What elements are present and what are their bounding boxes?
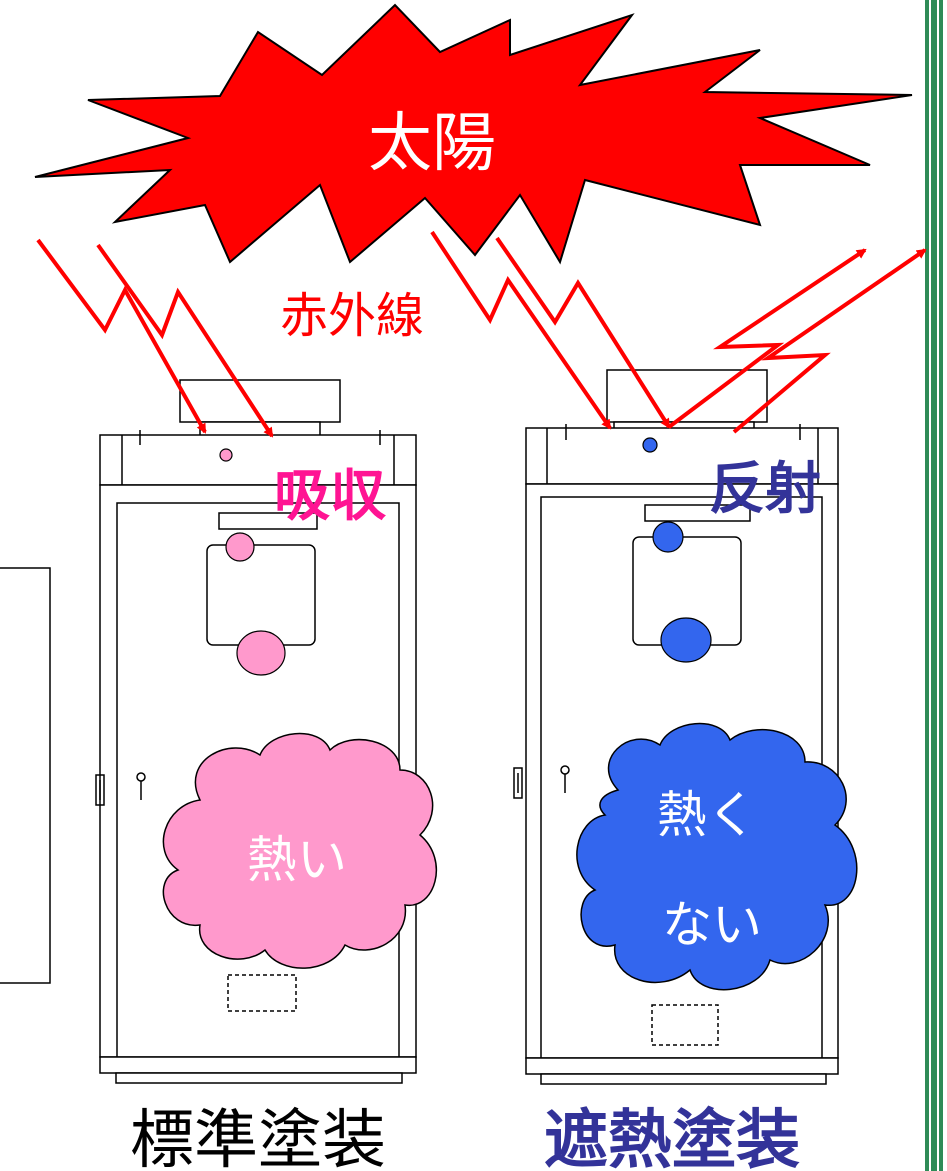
ray-shield-2	[495, 236, 671, 429]
shield-sensor-small	[642, 437, 658, 453]
standard-caption: 標準塗装	[130, 1104, 386, 1171]
shield-caption: 遮熱塗装	[544, 1104, 800, 1171]
sun-burst	[34, 3, 913, 265]
hot-label: 熱い	[247, 831, 347, 889]
ray-standard-1	[36, 238, 207, 434]
infrared-label: 赤外線	[280, 288, 424, 344]
standard-sensor-bottom	[236, 630, 286, 676]
not-hot-line1: 熱く	[657, 786, 757, 844]
ray-shield-1	[430, 230, 612, 430]
shield-heat-cloud	[576, 722, 858, 991]
right-side-bar	[919, 0, 947, 1171]
ray-reflect-2	[732, 248, 927, 434]
shield-sensor-bottom	[660, 617, 712, 663]
ray-reflect-1	[667, 248, 867, 429]
standard-heat-cloud	[162, 732, 437, 969]
standard-sensor-top	[225, 532, 255, 562]
standard-sensor-small	[219, 448, 233, 462]
not-hot-line2: ない	[662, 896, 762, 954]
reflect-label: 反射	[709, 457, 821, 522]
left-side-box	[0, 567, 51, 984]
ray-standard-2	[96, 243, 274, 438]
sun-label: 太陽	[368, 107, 496, 181]
shield-sensor-top	[652, 521, 684, 553]
infrared-rays	[36, 230, 927, 438]
absorb-label: 吸収	[274, 464, 386, 529]
